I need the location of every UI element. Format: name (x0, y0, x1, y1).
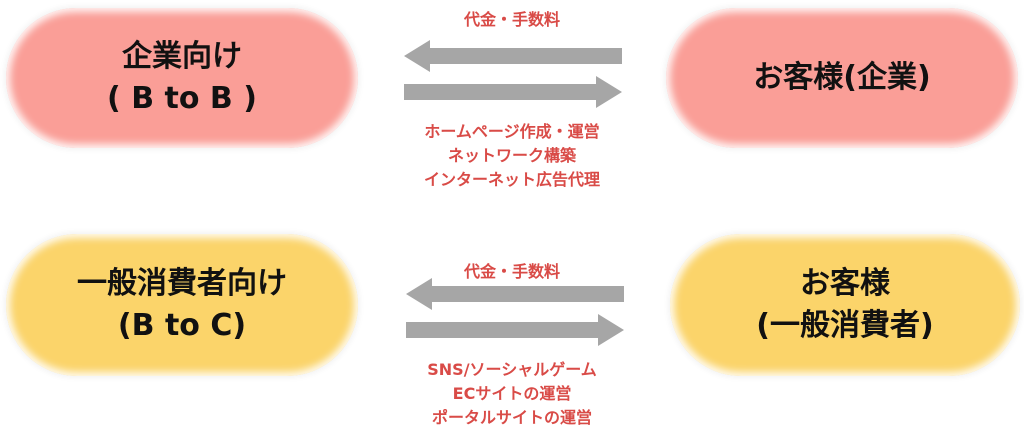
service-item: ECサイトの運営 (452, 384, 572, 403)
b2b-pill: 企業向け ( B to B ) (6, 8, 358, 148)
service-item: ホームページ作成・運営 (424, 122, 600, 141)
b2c-title: 一般消費者向け (77, 266, 287, 301)
services-list-b2c: SNS/ソーシャルゲーム ECサイトの運営 ポータルサイトの運営 (392, 358, 632, 430)
fee-label-b2b-text: 代金・手数料 (463, 10, 560, 29)
b2b-subtitle: ( B to B ) (107, 81, 257, 116)
consumer-customer-subtitle: (一般消費者) (756, 308, 934, 343)
consumer-customer-title: お客様 (800, 266, 890, 301)
left-arrow-b2c (406, 278, 624, 310)
fee-label-b2b: 代金・手数料 (412, 8, 612, 32)
corporate-customer-title: お客様(企業) (753, 60, 931, 95)
right-arrow-b2b (404, 76, 622, 108)
service-item: インターネット広告代理 (423, 170, 600, 189)
fee-label-b2c-text: 代金・手数料 (463, 262, 560, 281)
right-arrow-b2c (406, 314, 624, 346)
consumer-customer-pill: お客様 (一般消費者) (670, 234, 1020, 376)
left-arrow-b2b (404, 40, 622, 72)
services-list-b2b: ホームページ作成・運営 ネットワーク構築 インターネット広告代理 (392, 120, 632, 192)
service-item: ネットワーク構築 (447, 146, 576, 165)
b2c-pill: 一般消費者向け (B to C) (6, 234, 358, 376)
service-item: ポータルサイトの運営 (431, 408, 592, 427)
service-item: SNS/ソーシャルゲーム (427, 360, 597, 379)
fee-label-b2c: 代金・手数料 (412, 260, 612, 284)
b2b-title: 企業向け (122, 39, 242, 74)
b2c-subtitle: (B to C) (117, 308, 247, 343)
corporate-customer-pill: お客様(企業) (666, 8, 1018, 148)
